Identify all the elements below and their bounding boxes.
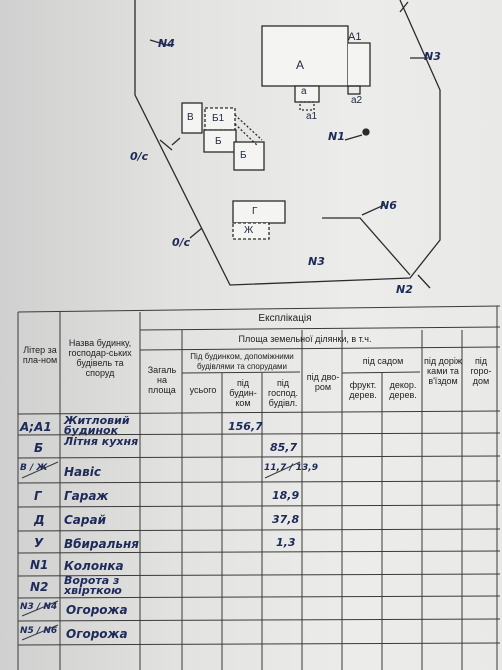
building-a (261, 25, 349, 87)
header-area-group: Площа земельної ділянки, в т.ч. (238, 334, 372, 344)
row-8-liter: N2 (30, 580, 49, 594)
header-household: під господ. будівл. (267, 378, 299, 408)
header-total-sub: усього (189, 385, 217, 395)
label-a: А (296, 58, 305, 72)
row-2-liter: Б (34, 441, 44, 455)
header-vegetable: під горо-дом (470, 356, 492, 386)
row-2-household: 85,7 (270, 441, 298, 454)
row-1-name: Житловий будинок (64, 414, 130, 437)
row-3-liter: В / Ж (20, 463, 48, 473)
row-10-name: Огорожа (66, 627, 128, 641)
row-1-liter: А;А1 (20, 420, 52, 434)
mark-n4: N4 (158, 37, 175, 50)
header-fruit: фрукт. дерев. (349, 380, 377, 400)
label-a-small: а (301, 86, 307, 97)
mark-n3-top: N3 (424, 50, 441, 63)
row-5-household: 37,8 (272, 513, 300, 526)
row-3-household: 11,7 / 13,9 (264, 463, 318, 473)
row-8-name: Ворота з хвірткою (64, 574, 122, 597)
row-4-liter: Г (34, 489, 42, 503)
mark-n6: N6 (380, 199, 397, 212)
header-garden: під садом (362, 356, 404, 366)
label-a1-small: а1 (306, 111, 318, 122)
header-roads: під доріж ками та в'їздом (424, 356, 462, 386)
building-b (203, 129, 237, 153)
row-6-liter: У (34, 536, 44, 550)
label-v: В (187, 112, 194, 123)
mark-n1: N1 (328, 130, 345, 143)
row-5-liter: Д (34, 513, 45, 527)
header-under-buildings: Під будинком, допоміжними будівлями та с… (190, 352, 294, 371)
header-name: Назва будинку, господар-ських будівель т… (68, 338, 132, 378)
label-a1: А1 (348, 31, 362, 43)
label-b1: Б1 (212, 113, 225, 124)
header-residential: під будин-ком (229, 378, 257, 408)
building-a-small (294, 85, 320, 103)
building-v (181, 102, 203, 134)
row-4-household: 18,9 (272, 489, 300, 502)
mark-os-1: 0/с (130, 150, 149, 163)
mark-n3-bottom: N3 (308, 255, 325, 268)
plot-boundary (134, 0, 441, 286)
fence-n6 (322, 217, 411, 276)
row-4-name: Гараж (64, 489, 109, 503)
label-zh: Ж (244, 225, 254, 236)
label-g: Г (252, 206, 258, 217)
row-6-name: Вбиральня (64, 537, 139, 551)
mark-os-2: 0/с (172, 236, 191, 249)
row-7-name: Колонка (64, 559, 124, 573)
row-7-liter: N1 (30, 558, 49, 572)
label-b: Б (215, 136, 222, 147)
table-title: Експлікація (258, 313, 312, 324)
label-a2: а2 (351, 95, 363, 106)
row-9-name: Огорожа (66, 603, 128, 617)
mark-n2: N2 (396, 283, 413, 296)
row-10-liter: N5 / N6 (20, 626, 58, 636)
row-2-name: Літня кухня (64, 435, 139, 448)
row-1-residential: 156,7 (228, 420, 263, 433)
header-total: Загаль на площа (147, 365, 177, 395)
header-decor: декор. дерев. (389, 380, 417, 400)
header-liter: Літер за пла-ном (22, 345, 58, 365)
header-yard: під дво-ром (306, 372, 340, 392)
row-5-name: Сарай (64, 513, 106, 527)
label-b-ext: Б (240, 150, 247, 161)
building-zh (232, 222, 270, 240)
row-9-liter: N3 / N4 (20, 602, 58, 612)
row-6-household: 1,3 (276, 536, 296, 549)
row-3-name: Навіс (64, 465, 101, 479)
building-b-ext (233, 141, 265, 171)
